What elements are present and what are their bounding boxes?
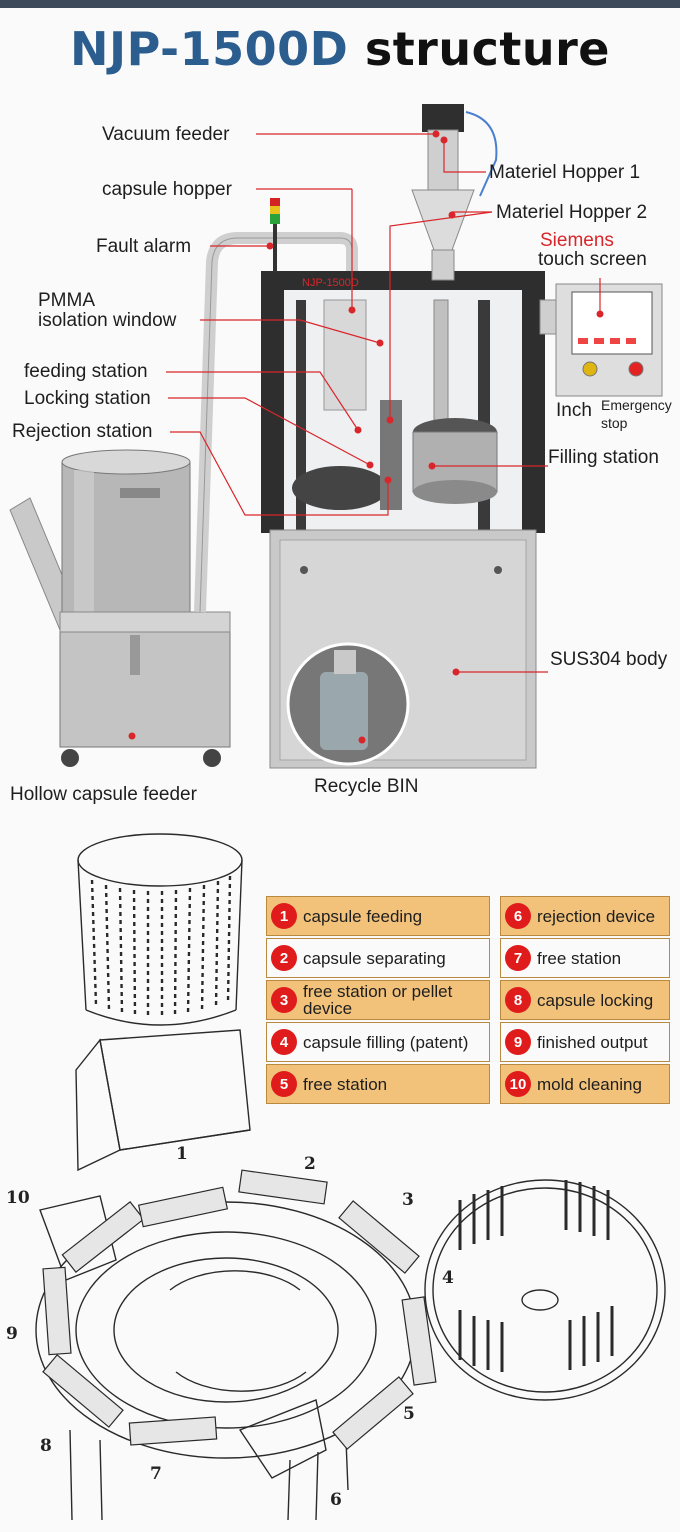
label-rejection-station: Rejection station — [12, 421, 153, 442]
machine-illustration: NJP-1500D — [9, 104, 663, 769]
legend-item-1: 1 capsule feeding — [266, 896, 490, 936]
diagram-number-4: 4 — [442, 1268, 454, 1288]
legend-item-8: 8 capsule locking — [500, 980, 670, 1020]
diagram-number-10: 10 — [6, 1188, 30, 1208]
title-word: structure — [364, 22, 611, 76]
legend-item-6: 6 rejection device — [500, 896, 670, 936]
label-vacuum-feeder: Vacuum feeder — [102, 124, 230, 145]
label-locking-station: Locking station — [24, 388, 151, 409]
label-fault-alarm: Fault alarm — [96, 236, 192, 257]
hoppers-drawing — [323, 104, 498, 421]
label-hollow-capsule-feeder: Hollow capsule feeder — [10, 784, 197, 805]
diagram-number-7: 7 — [150, 1464, 162, 1484]
legend-item-4: 4 capsule filling (patent) — [266, 1022, 490, 1062]
legend-item-5: 5 free station — [266, 1064, 490, 1104]
label-materiel-hopper-1: Materiel Hopper 1 — [489, 162, 641, 183]
legend-number-10: 10 — [505, 1071, 531, 1097]
legend-number-8: 8 — [505, 987, 531, 1013]
legend-text-3: free station or pellet device — [303, 982, 453, 1018]
label-feeding-station: feeding station — [24, 361, 148, 382]
legend-item-2: 2 capsule separating — [266, 938, 490, 978]
diagram-number-1: 1 — [176, 1144, 188, 1164]
label-materiel-hopper-2: Materiel Hopper 2 — [496, 202, 648, 223]
legend-item-10: 10 mold cleaning — [500, 1064, 670, 1104]
diagram-number-3: 3 — [402, 1190, 414, 1210]
label-filling-station: Filling station — [548, 447, 659, 468]
label-recycle-bin: Recycle BIN — [314, 776, 419, 797]
legend-text-5: free station — [303, 1074, 388, 1094]
top-bar — [0, 0, 680, 8]
hollow-capsule-feeder-drawing — [9, 232, 358, 767]
turret-drawing — [292, 400, 498, 510]
label-inch: Inch — [556, 400, 592, 421]
legend-text-6: rejection device — [537, 906, 656, 926]
legend-number-7: 7 — [505, 945, 531, 971]
diagram-number-8: 8 — [40, 1436, 52, 1456]
diagram-number-2: 2 — [304, 1154, 316, 1174]
legend-text-8: capsule locking — [537, 990, 654, 1010]
legend-number-2: 2 — [271, 945, 297, 971]
legend-item-9: 9 finished output — [500, 1022, 670, 1062]
legend-number-3: 3 — [271, 987, 297, 1013]
legend-item-3: 3 free station or pellet device — [266, 980, 490, 1020]
label-pmma-line1: PMMA — [38, 290, 95, 311]
legend-text-2: capsule separating — [303, 948, 446, 968]
label-touch-screen: touch screen — [538, 249, 647, 270]
legend-number-9: 9 — [505, 1029, 531, 1055]
diagram-number-9: 9 — [6, 1324, 18, 1344]
title-model: NJP-1500D — [69, 22, 349, 76]
recycle-bin-drawing — [286, 642, 410, 766]
legend-text-10: mold cleaning — [537, 1074, 642, 1094]
legend-text-7: free station — [537, 948, 622, 968]
diagram-number-6: 6 — [330, 1490, 342, 1510]
diagram-number-5: 5 — [403, 1404, 415, 1424]
legend-number-5: 5 — [271, 1071, 297, 1097]
legend-text-4: capsule filling (patent) — [303, 1032, 469, 1052]
legend-number-6: 6 — [505, 903, 531, 929]
label-siemens: Siemens — [540, 230, 614, 251]
label-sus304-body: SUS304 body — [550, 649, 668, 670]
fault-alarm-drawing — [270, 198, 280, 272]
touch-screen-drawing — [539, 283, 663, 397]
legend-item-7: 7 free station — [500, 938, 670, 978]
label-pmma-line2: isolation window — [38, 310, 177, 331]
legend-text-1: capsule feeding — [303, 906, 423, 926]
label-emergency-line2: stop — [601, 415, 628, 431]
page-title: NJP-1500D structure — [0, 22, 680, 76]
label-emergency-line1: Emergency — [601, 397, 672, 413]
panel-brand: NJP-1500D — [302, 277, 359, 289]
callout-dots — [128, 130, 604, 744]
label-capsule-hopper: capsule hopper — [102, 179, 232, 200]
legend-text-9: finished output — [537, 1032, 648, 1052]
legend-number-4: 4 — [271, 1029, 297, 1055]
legend-number-1: 1 — [271, 903, 297, 929]
